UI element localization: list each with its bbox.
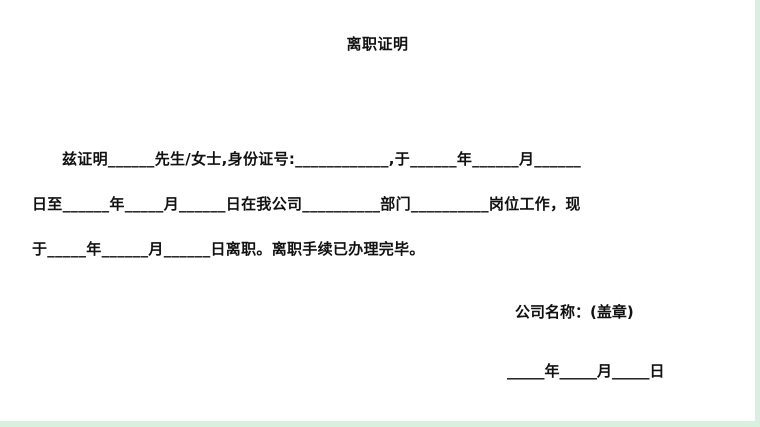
body-line-1: 兹证明______先生/女士,身份证号:____________,于______…	[62, 150, 582, 168]
body-line-3: 于_____年______月______日离职。离职手续已办理完毕。	[32, 240, 425, 258]
body-line-2: 日至______年_____月______日在我公司__________部门__…	[32, 195, 581, 213]
company-seal-label: 公司名称：(盖章)	[515, 303, 634, 321]
signature-date-line: _____年_____月_____日	[507, 362, 665, 380]
document-page: 离职证明 兹证明______先生/女士,身份证号:____________,于_…	[0, 0, 755, 421]
document-title: 离职证明	[346, 35, 409, 53]
